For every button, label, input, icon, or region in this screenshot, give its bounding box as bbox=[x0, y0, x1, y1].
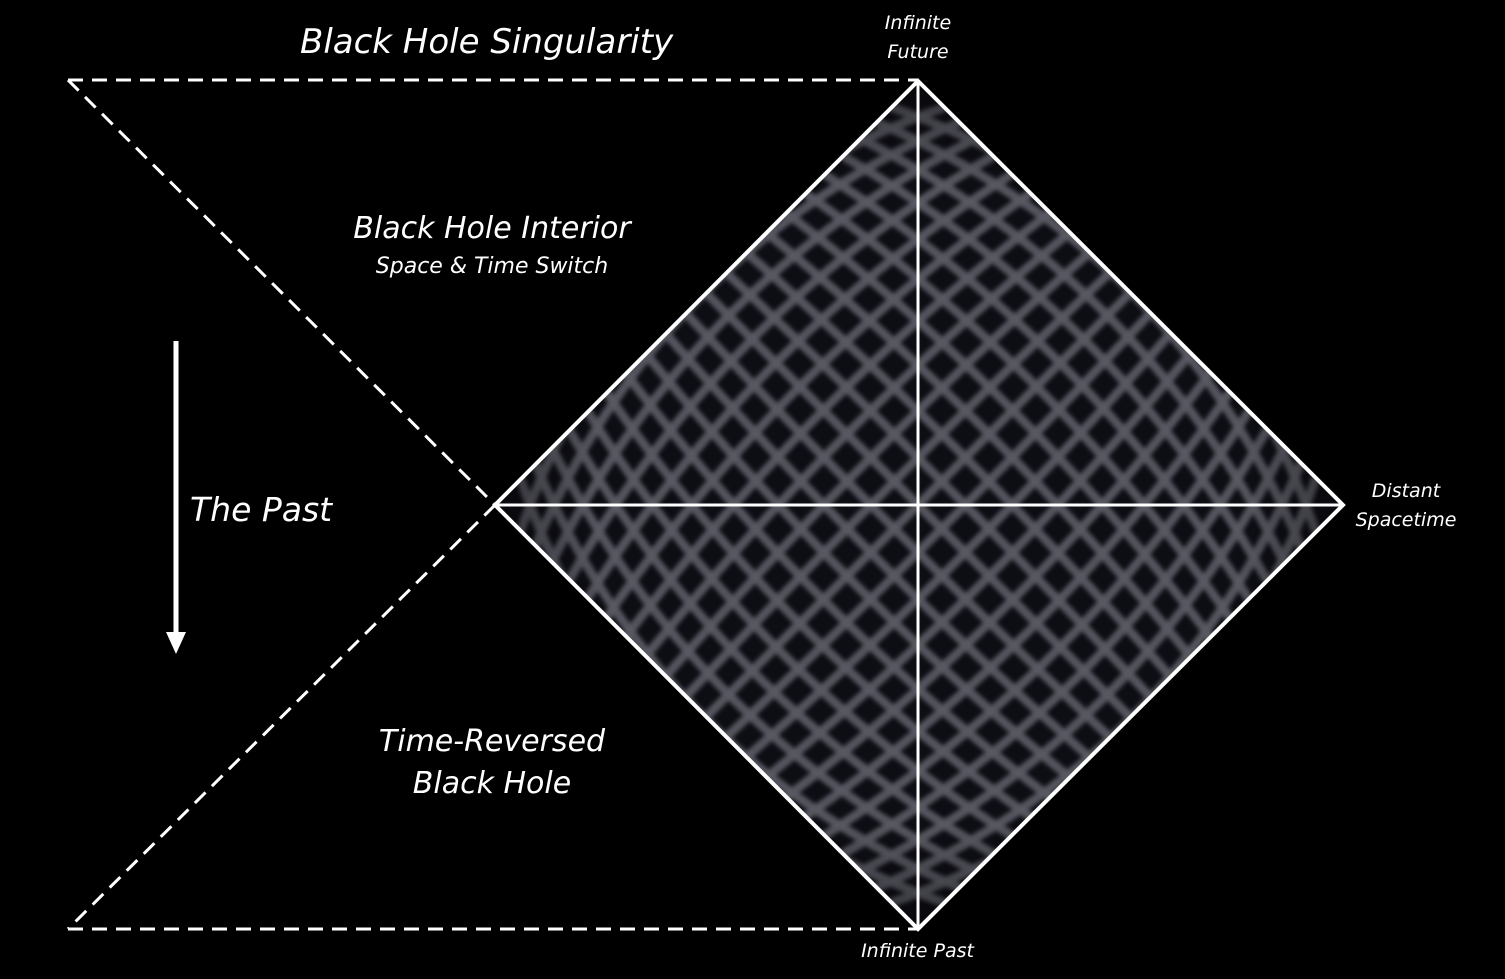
time-reversed-label-line2: Black Hole bbox=[412, 766, 572, 801]
time-reversed-label: Time-Reversed bbox=[378, 724, 606, 759]
distant-spacetime-label-line2: Spacetime bbox=[1355, 509, 1457, 531]
infinite-future-label: Infinite bbox=[884, 12, 952, 34]
infinite-past-label: Infinite Past bbox=[861, 940, 974, 962]
infinite-future-label-line2: Future bbox=[887, 41, 949, 63]
interior-label: Black Hole Interior bbox=[353, 211, 631, 246]
interior-subtitle: Space & Time Switch bbox=[375, 254, 609, 279]
interior-horizon-dashed-line bbox=[66, 78, 497, 507]
the-past-label: The Past bbox=[190, 490, 333, 529]
reversed-horizon-dashed-line bbox=[66, 503, 497, 931]
past-arrow-head bbox=[166, 632, 186, 654]
singularity-label: Black Hole Singularity bbox=[300, 22, 674, 62]
distant-spacetime-label: Distant bbox=[1371, 480, 1441, 502]
